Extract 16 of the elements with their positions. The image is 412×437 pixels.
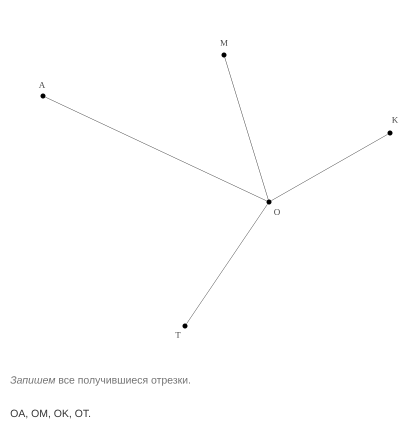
node-label: M bbox=[220, 40, 228, 46]
caption-text: OA, OM, OK, OT. bbox=[10, 410, 90, 418]
caption-text: Запишем все получившиеся отрезки. bbox=[10, 376, 190, 386]
point: T bbox=[175, 324, 188, 338]
segment bbox=[186, 204, 268, 324]
point: K bbox=[388, 117, 398, 136]
segment bbox=[224, 57, 268, 200]
node-label: A bbox=[38, 82, 46, 88]
segment bbox=[45, 96, 267, 202]
point: M bbox=[220, 40, 228, 58]
point: O bbox=[266, 200, 280, 216]
node-label: O bbox=[274, 208, 280, 216]
node-label: T bbox=[175, 332, 181, 338]
point: A bbox=[38, 82, 46, 98]
segment bbox=[271, 134, 388, 201]
node-label: K bbox=[392, 117, 398, 123]
